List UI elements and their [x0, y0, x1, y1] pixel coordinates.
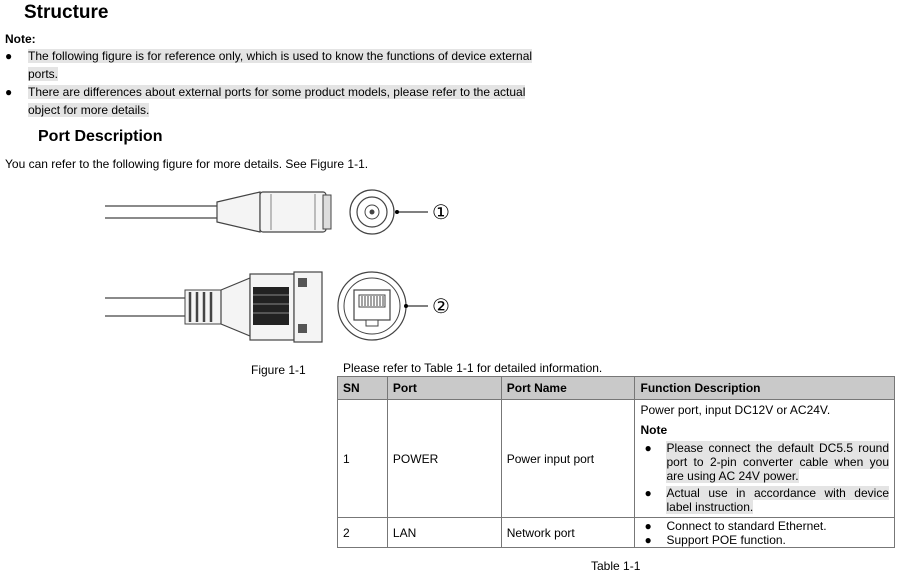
power-cable-illustration — [105, 191, 332, 233]
note-text: The following figure is for reference on… — [28, 49, 533, 81]
function-bullet-text: Actual use in accordance with device lab… — [666, 485, 889, 514]
function-bullet: ● Please connect the default DC5.5 round … — [640, 440, 889, 483]
function-note-label: Note — [640, 422, 668, 437]
power-port-front-view — [349, 189, 428, 235]
section-title: Structure — [24, 2, 109, 23]
table-header-row: SN Port Port Name Function Description — [337, 376, 895, 400]
column-header-port: Port — [386, 376, 502, 400]
bullet-icon: ● — [644, 518, 652, 533]
intro-text: You can refer to the following figure fo… — [5, 157, 369, 171]
column-header-function: Function Description — [634, 376, 895, 400]
function-main-text: Power port, input DC12V or AC24V. — [640, 402, 831, 417]
note-text: There are differences about external por… — [28, 85, 526, 117]
cell-port: LAN — [386, 517, 502, 548]
function-bullet-text: Connect to standard Ethernet. — [666, 518, 827, 533]
table-caption: Table 1-1 — [591, 559, 641, 573]
lan-cable-illustration — [105, 271, 323, 343]
bullet-icon: ● — [5, 85, 13, 99]
cell-port: POWER — [386, 399, 502, 518]
column-header-port-name: Port Name — [500, 376, 636, 400]
cell-sn: 1 — [337, 399, 388, 518]
bullet-icon: ● — [5, 49, 13, 63]
column-header-sn: SN — [337, 376, 388, 400]
bullet-icon: ● — [644, 532, 652, 547]
cell-sn: 2 — [337, 517, 388, 548]
bullet-icon: ● — [644, 440, 652, 455]
table-row: 2 LAN Network port ● Connect to standard … — [337, 517, 895, 548]
function-bullet: ● Actual use in accordance with device la… — [640, 485, 889, 514]
table-row: 1 POWER Power input port Power port, inp… — [337, 399, 895, 518]
function-bullet: ● Support POE function. — [640, 533, 889, 547]
note-label: Note: — [5, 32, 36, 46]
cell-function: ● Connect to standard Ethernet. ● Support … — [634, 517, 895, 548]
cell-port-name: Network port — [500, 517, 636, 548]
lan-port-front-view — [337, 271, 428, 341]
figure-caption: Figure 1-1 — [251, 363, 306, 377]
note-item: ● The following figure is for reference … — [0, 47, 560, 87]
port-figure: ① ② — [105, 189, 450, 343]
note-item: ● There are differences about external p… — [0, 83, 560, 123]
function-bullet: ● Connect to standard Ethernet. — [640, 519, 889, 533]
cell-port-name: Power input port — [500, 399, 636, 518]
function-bullet-text: Support POE function. — [666, 532, 786, 547]
cell-function: Power port, input DC12V or AC24V. Note ●… — [634, 399, 895, 518]
callout-2: ② — [432, 294, 450, 318]
table-reference-text: Please refer to Table 1-1 for detailed i… — [343, 361, 603, 375]
bullet-icon: ● — [644, 485, 652, 500]
callout-1: ① — [432, 200, 450, 224]
port-table: SN Port Port Name Function Description 1… — [337, 376, 895, 548]
subsection-title: Port Description — [38, 128, 163, 145]
function-bullet-text: Please connect the default DC5.5 round p… — [666, 440, 889, 483]
